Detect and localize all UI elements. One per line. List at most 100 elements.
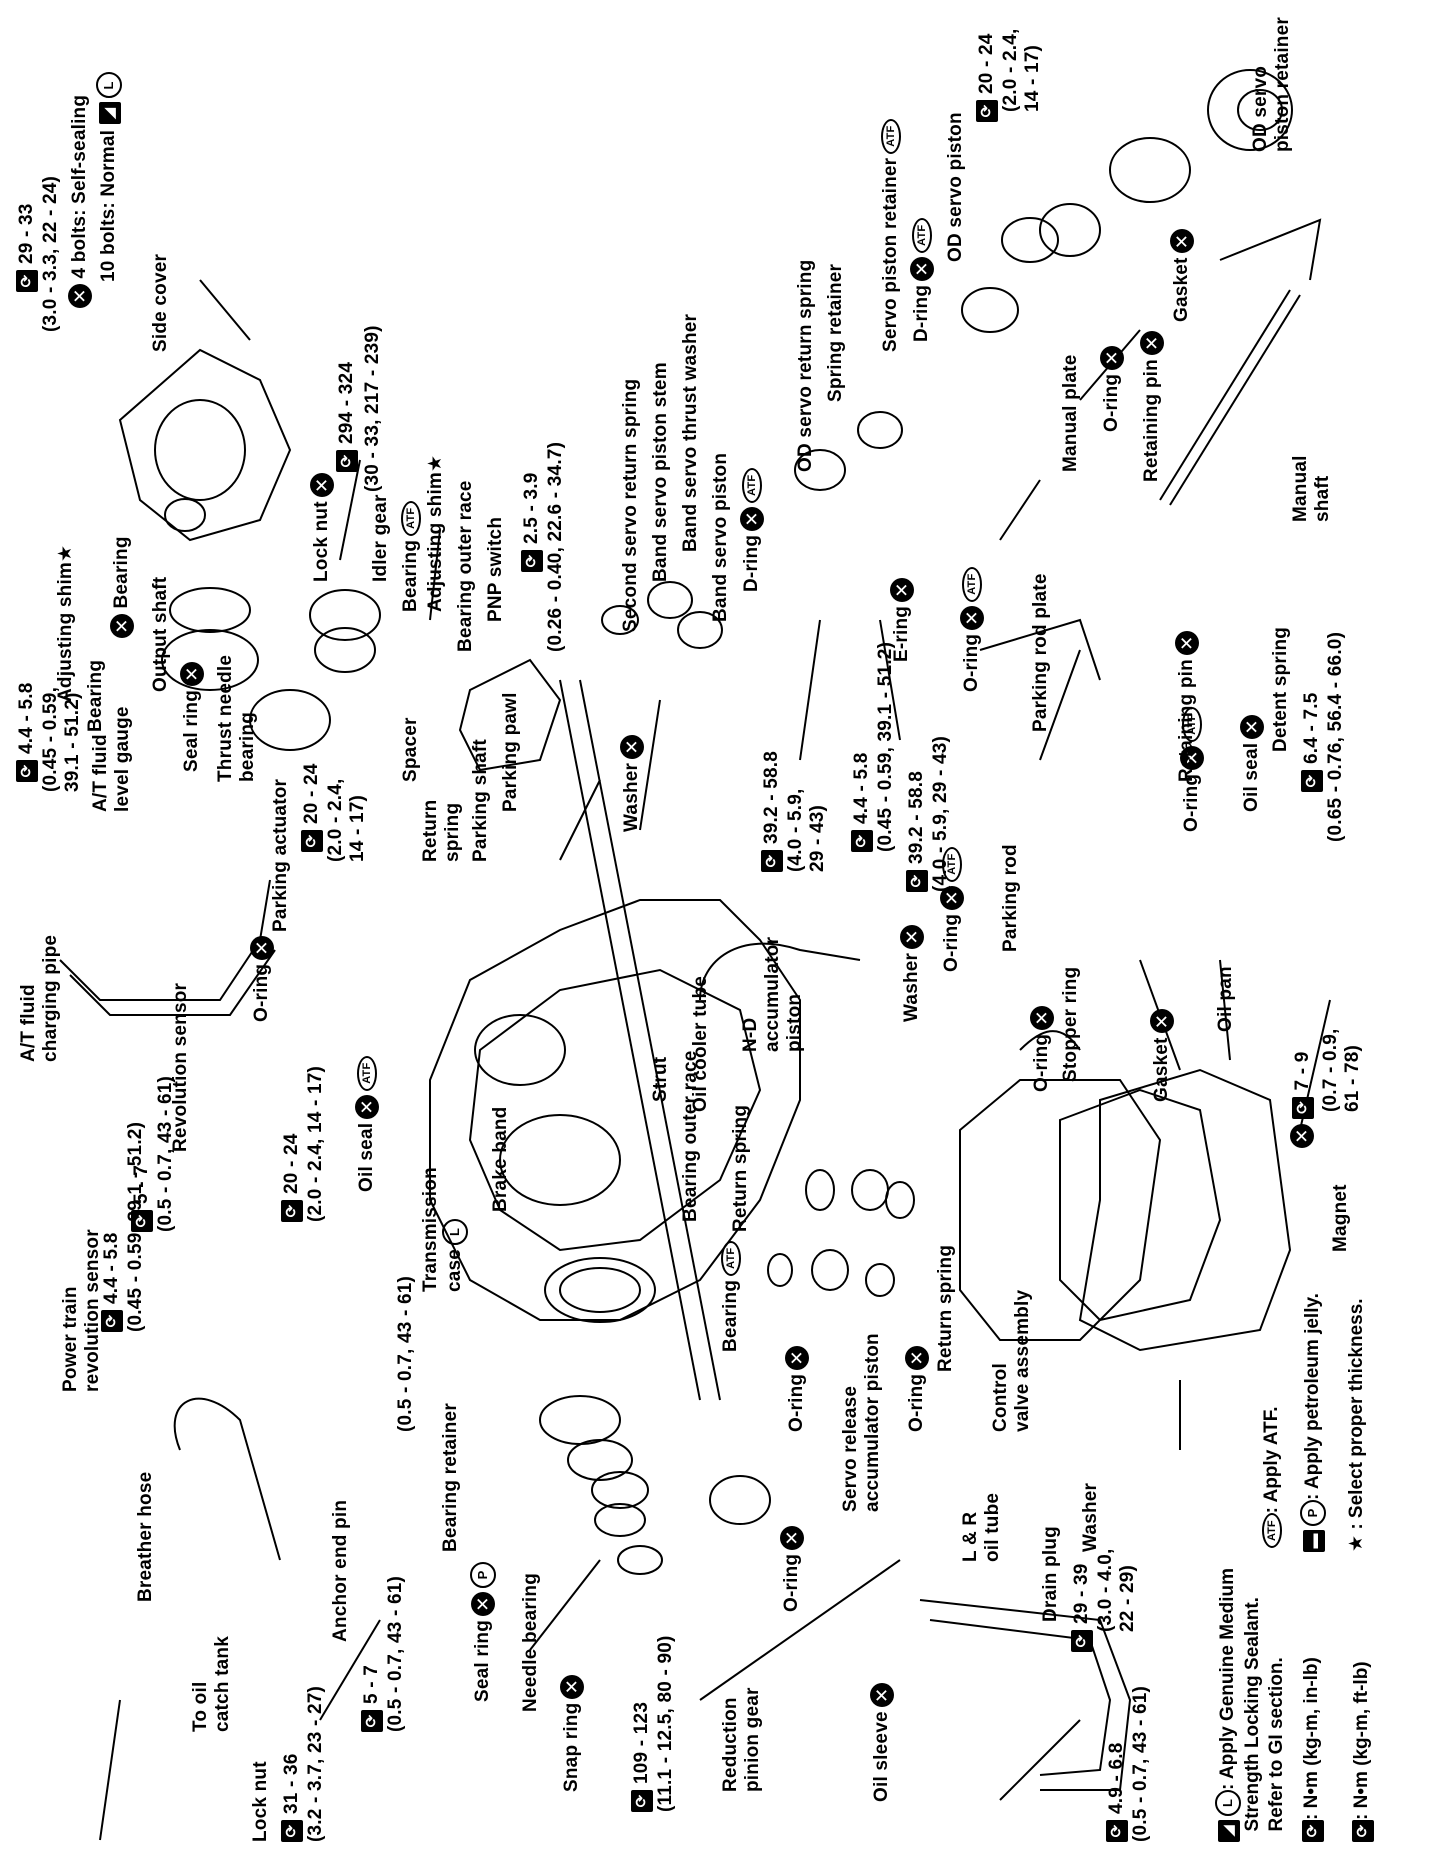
torque-29-39-label: ⟳29 - 39 [1070,1563,1093,1652]
oil-cooler-tube-label: Oil cooler tube [690,975,711,1112]
manual-shaft-label: Manual shaft [1290,455,1333,522]
oil-seal-1-label: Oil seal✕ATF [355,1055,379,1192]
return-spring-3-label: Return spring [935,1244,956,1372]
torque-wrench-icon: ⟳ [281,1200,303,1222]
torque-64-75-detail: (0.65 - 0.76, 56.4 - 66.0) [1325,631,1346,842]
atf-icon: ATF [357,1055,377,1091]
washer-1-label: Washer [1080,1482,1101,1552]
power-train-sensor-label: Power train revolution sensor [60,1229,103,1392]
torque-5-7-b-label: ⟳5 - 7 [360,1665,383,1732]
torque-wrench-icon: ⟳ [761,850,783,872]
lube-l-icon: L [96,72,122,99]
retaining-pin-1-label: Retaining pin✕ [1140,331,1164,482]
at-fluid-level-gauge-label: A/T fluid level gauge [90,706,133,812]
side-cover-outline [118,348,292,542]
detent-spring-label: Detent spring [1270,626,1291,752]
torque-wrench-icon: ⟳ [281,1820,303,1842]
bolts-normal: 10 bolts: Normal ◢L [96,72,122,282]
snap-ring-label: Snap ring✕ [560,1674,584,1792]
torque-wrench-icon: ⟳ [906,870,928,892]
parking-shaft-label: Parking shaft [470,739,491,862]
return-spring-label: Return spring [420,799,463,862]
torque-5-7-a-detail: (0.5 - 0.7, 43 - 61) [155,1075,176,1232]
torque-wrench-icon: ⟳ [1352,1820,1374,1842]
torque-wrench-icon: ⟳ [1292,1096,1315,1119]
replace-x-icon: ✕ [960,605,984,630]
bearing-3-label: BearingATF [720,1240,742,1352]
o-ring-6-label: O-ring✕ [1100,345,1124,432]
torque-49-68-detail: (0.5 - 0.7, 43 - 61) [1130,1685,1151,1842]
idler-gear-label: Idler gear [370,494,391,582]
manual-plate-label: Manual plate [1060,354,1081,472]
torque-wrench-icon: ⟳ [521,550,543,572]
legend-sealant: ◢L: Apply Genuine Medium Strength Lockin… [1215,1568,1289,1842]
needle-bearing-label: Needle bearing [520,1572,541,1712]
control-valve-label: Control valve assembly [990,1289,1033,1432]
star-icon: ★ [1346,1534,1367,1552]
torque-wrench-icon: ⟳ [16,270,38,292]
torque-7-9-detail: (0.7 - 0.9, 61 - 78) [1320,1028,1363,1112]
atf-icon: ATF [962,566,982,602]
replace-x-icon: ✕ [180,661,204,686]
d-ring-1-label: D-ring✕ATF [740,467,764,592]
strut-label: Strut [650,1056,671,1102]
output-shaft-label: Output shaft [150,576,171,692]
torque-wrench-icon: ⟳ [631,1790,653,1812]
replace-x-icon: ✕ [1175,631,1199,656]
adjusting-shim-2-label: Adjusting shim★ [425,454,446,612]
return-spring-2-label: Return spring [730,1104,751,1232]
pnp-switch-label: PNP switch [485,516,506,622]
atf-icon: ATF [742,467,762,503]
sealant-icon: ◢ [1218,1820,1241,1842]
thrust-needle-bearing-label: Thrust needle bearing [215,654,258,782]
e-ring-label: E-ring✕ [890,577,914,662]
torque-29-33-label: ⟳29 - 33 [15,203,38,292]
petroleum-p-icon: P [470,1561,496,1588]
atf-icon: ATF [400,500,421,536]
side-cover-label: Side cover [150,253,171,352]
torque-44-58-a-detail: (0.45 - 0.59, 39.1 - 51.2) [40,686,83,792]
torque-wrench-icon: ⟳ [1301,770,1323,792]
replace-x-icon: ✕ [780,1525,804,1550]
replace-x-icon: ✕ [310,473,334,498]
retaining-pin-2-label: Retaining pin✕ [1175,631,1199,782]
brake-band-label: Brake band [490,1106,511,1212]
atf-icon: ATF [912,217,932,253]
magnet-label: Magnet [1330,1184,1351,1252]
replace-x-icon: ✕ [740,506,764,531]
o-ring-1-label: O-ring✕ [250,935,274,1022]
control-valve-outline [959,1079,1162,1341]
transmission-case-label: Transmission caseL [420,1167,468,1292]
bearing-outer-race-label: Bearing outer race [455,480,476,653]
torque-wrench-icon: ⟳ [851,830,873,852]
bearing-2-label: BearingATF [400,500,422,612]
torque-25-label: ⟳2.5 - 3.9 [520,472,543,572]
nd-accumulator-label: N-D accumulator piston [740,936,805,1052]
legend-star: ★ : Select proper thickness. [1346,1298,1367,1552]
oil-pan-outline [1078,1068,1292,1352]
parking-actuator-label: Parking actuator [270,778,291,932]
replace-x-icon: ✕ [890,577,914,602]
replace-x-icon: ✕ [1100,345,1124,370]
torque-5-7-b-detail: (0.5 - 0.7, 43 - 61) [385,1575,406,1732]
torque-44-58-c-label: ⟳4.4 - 5.8 [850,752,873,852]
spacer-label: Spacer [400,717,421,782]
torque-20-24-a-detail: (2.0 - 2.4, 14 - 17) [325,778,368,862]
oil-seal-2-label: Oil seal✕ [1240,714,1264,812]
o-ring-8-label: O-ring✕ATF [940,846,964,972]
replace-x-icon: ✕ [110,614,134,638]
sealant-icon: ◢ [99,102,122,125]
torque-29-39-detail: (3.0 - 4.0, 22 - 29) [1095,1548,1138,1632]
replace-x-icon: ✕ [1150,1009,1174,1034]
lube-l-icon: L [1215,1790,1241,1816]
torque-44-58-a-label: ⟳4.4 - 5.8 [15,682,38,782]
seal-ring-label: Seal ring✕ [180,661,204,772]
torque-294-label: ⟳294 - 324 [335,362,358,472]
od-servo-piston-label: OD servo piston [945,112,966,262]
torque-20-24-b-label: ⟳20 - 24 [280,1133,303,1222]
torque-294-detail: (30 - 33, 217 - 239) [362,325,383,492]
second-servo-return-spring-label: Second servo return spring [620,378,641,632]
atf-icon: ATF [880,118,901,154]
